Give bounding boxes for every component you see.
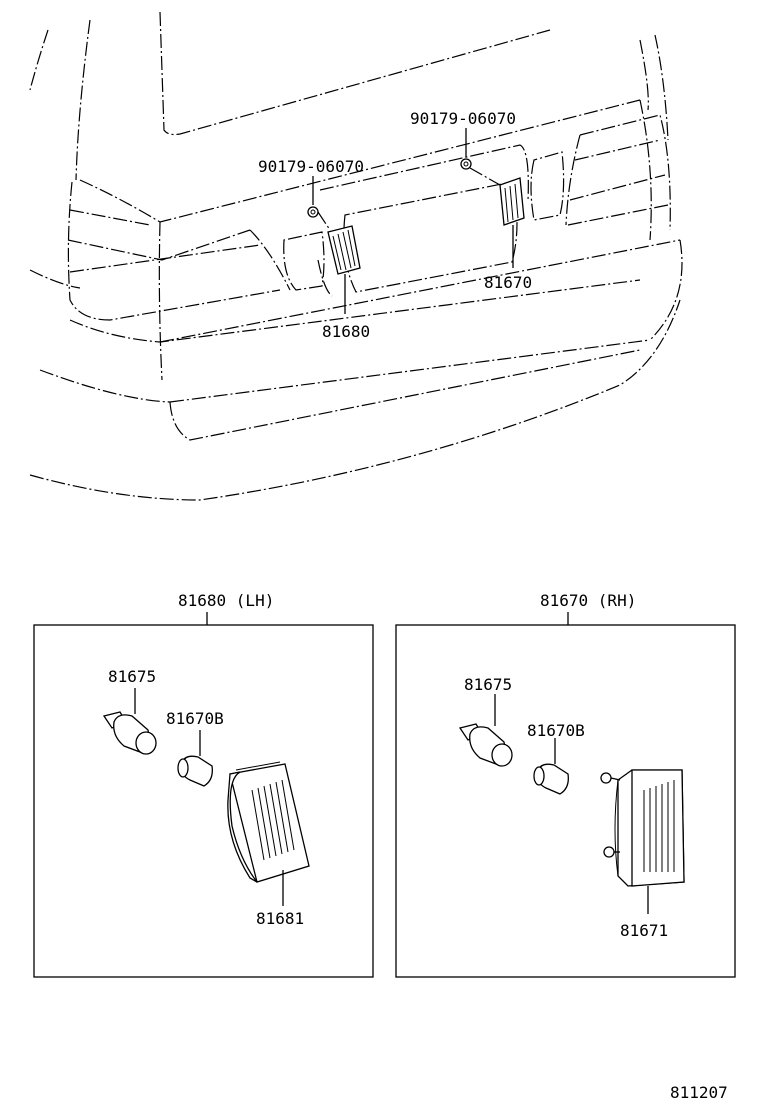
callout-nut-right: 90179-06070 <box>410 109 516 128</box>
lh-socket-label: 81675 <box>108 667 156 686</box>
figure-number: 811207 <box>670 1083 728 1102</box>
lamp-lh-installed <box>317 211 361 275</box>
socket-rh-icon <box>458 694 513 767</box>
panel-lh-title: 81680 (LH) <box>178 591 274 610</box>
lens-rh-icon <box>600 769 685 914</box>
bulb-rh-icon <box>533 738 569 795</box>
panel-rh-frame <box>395 624 736 978</box>
nut-right-icon <box>460 128 472 170</box>
nut-left-icon <box>307 176 319 218</box>
callout-lamp-lh: 81680 <box>322 322 370 341</box>
lamp-rh-installed <box>469 167 525 226</box>
lh-bulb-label: 81670B <box>166 709 224 728</box>
callout-lamp-rh: 81670 <box>484 273 532 292</box>
panel-lh: 81680 (LH) 81675 81670B <box>33 591 374 978</box>
panel-lh-frame <box>33 624 374 978</box>
lh-lens-label: 81681 <box>256 909 304 928</box>
callout-nut-left: 90179-06070 <box>258 157 364 176</box>
panel-rh-title: 81670 (RH) <box>540 591 636 610</box>
bulb-lh-icon <box>177 730 213 787</box>
rh-lens-label: 81671 <box>620 921 668 940</box>
rh-bulb-label: 81670B <box>527 721 585 740</box>
panel-rh: 81670 (RH) 81675 81670B <box>395 591 736 978</box>
lens-lh-icon <box>227 761 310 906</box>
socket-lh-icon <box>102 688 157 755</box>
rh-socket-label: 81675 <box>464 675 512 694</box>
